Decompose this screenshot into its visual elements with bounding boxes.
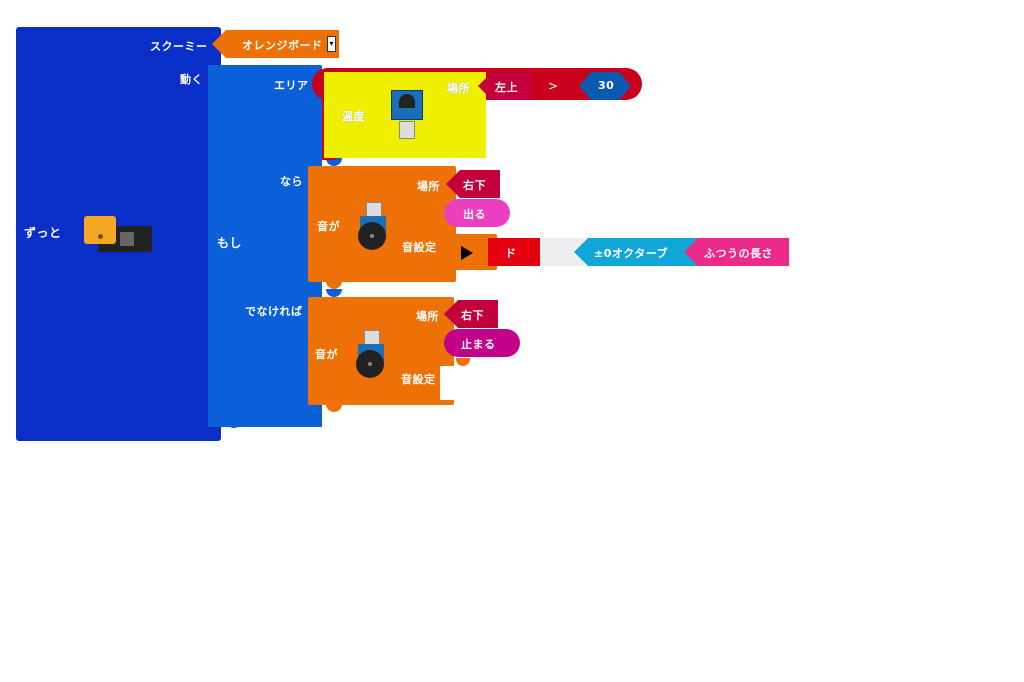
board-select-value: オレンジボード	[242, 39, 323, 52]
sound-else-notch	[326, 404, 342, 412]
octave-select[interactable]	[574, 238, 698, 266]
sound-then-action-select[interactable]	[444, 199, 510, 227]
sound-else-action-select[interactable]	[444, 329, 520, 357]
board-dropdown-icon[interactable]: ▾	[327, 36, 336, 52]
sound-else-settings-label: 音設定	[401, 373, 436, 386]
temperature-label: 温度	[342, 110, 365, 123]
sound-else-action-value: 止まる	[461, 338, 496, 351]
sound-then-label: 音が	[317, 220, 340, 233]
else-slot-notch	[326, 289, 342, 297]
then-slot-notch	[326, 158, 342, 166]
temperature-sensor-connector	[399, 121, 415, 139]
length-select[interactable]	[684, 238, 789, 266]
sound-else-label: 音が	[315, 348, 338, 361]
threshold-number[interactable]	[579, 72, 631, 100]
sound-then-action-value: 出る	[463, 208, 486, 221]
length-value: ふつうの長さ	[704, 247, 773, 260]
sound-else-place-label: 場所	[416, 310, 439, 323]
sound-else-action-notch	[456, 358, 470, 366]
temperature-sensor-icon	[391, 90, 423, 120]
condition-place-value: 左上	[495, 81, 518, 94]
sound-then-place-value: 右下	[463, 179, 486, 192]
dropdown-glyph: ▾	[329, 39, 334, 48]
move-label: 動く	[180, 73, 203, 86]
sound-else-place-value: 右下	[461, 309, 484, 322]
orange-board-image	[84, 216, 152, 254]
sound-then-place-label: 場所	[417, 180, 440, 193]
sound-then-settings-label: 音設定	[402, 241, 437, 254]
comparison-operator[interactable]: >	[548, 79, 559, 93]
forever-label: ずっと	[24, 226, 62, 240]
if-block[interactable]	[208, 65, 322, 417]
sound-then-notch	[326, 281, 342, 289]
sound-else-settings-slot	[440, 366, 456, 400]
board-select[interactable]	[212, 30, 339, 58]
note-select[interactable]	[488, 238, 540, 266]
if-block-notch	[226, 420, 242, 428]
buzzer-icon	[358, 202, 388, 252]
play-icon[interactable]	[461, 246, 473, 260]
buzzer-icon	[356, 330, 386, 380]
if-label: もし	[217, 236, 243, 250]
area-label: エリア	[274, 79, 309, 92]
note-value: ド	[505, 247, 517, 260]
octave-value: ±0オクターブ	[594, 247, 669, 260]
else-label: でなければ	[245, 305, 303, 318]
condition-place-label: 場所	[447, 82, 470, 95]
scamee-label: スクーミー	[150, 40, 208, 53]
then-label: なら	[280, 175, 303, 188]
threshold-value: 30	[598, 79, 615, 92]
